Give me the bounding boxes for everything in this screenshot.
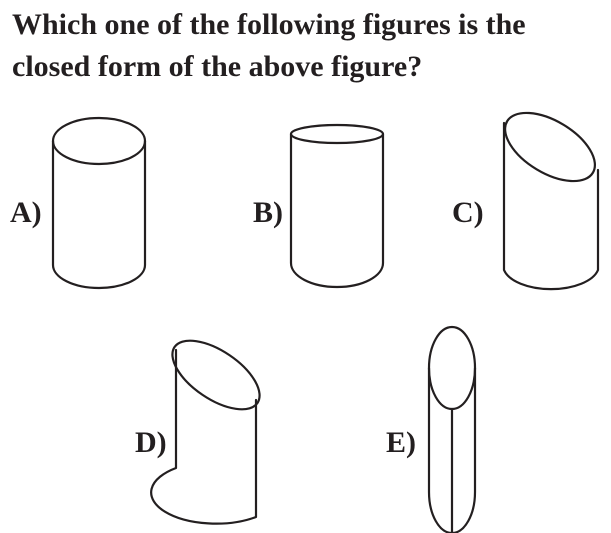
figure-c-top-ellipse bbox=[503, 111, 597, 183]
figure-c-body bbox=[502, 121, 600, 291]
question-text: Which one of the following figures is th… bbox=[12, 4, 602, 88]
figure-d-body bbox=[150, 348, 258, 525]
figure-e-top-ellipse bbox=[427, 325, 477, 411]
figure-b-top-ellipse bbox=[289, 123, 385, 145]
option-d-label: D) bbox=[135, 426, 167, 459]
question-line-1: Which one of the following figures is th… bbox=[12, 8, 526, 41]
option-a-label: A) bbox=[10, 196, 42, 229]
option-b-label: B) bbox=[253, 196, 283, 229]
figure-d-top-ellipse bbox=[171, 339, 261, 411]
figure-b-body bbox=[289, 132, 385, 289]
figure-a-top-ellipse bbox=[51, 116, 147, 166]
figure-b-cylinder bbox=[289, 123, 385, 289]
figure-a-cylinder bbox=[51, 116, 147, 290]
question-line-2: closed form of the above figure? bbox=[12, 50, 423, 83]
option-e-label: E) bbox=[386, 426, 416, 459]
figure-c-cylinder bbox=[502, 111, 600, 291]
option-c-label: C) bbox=[452, 196, 484, 229]
figure-e-cylinder bbox=[427, 325, 477, 533]
figure-d-cylinder bbox=[150, 339, 261, 525]
figure-a-body bbox=[51, 139, 147, 290]
